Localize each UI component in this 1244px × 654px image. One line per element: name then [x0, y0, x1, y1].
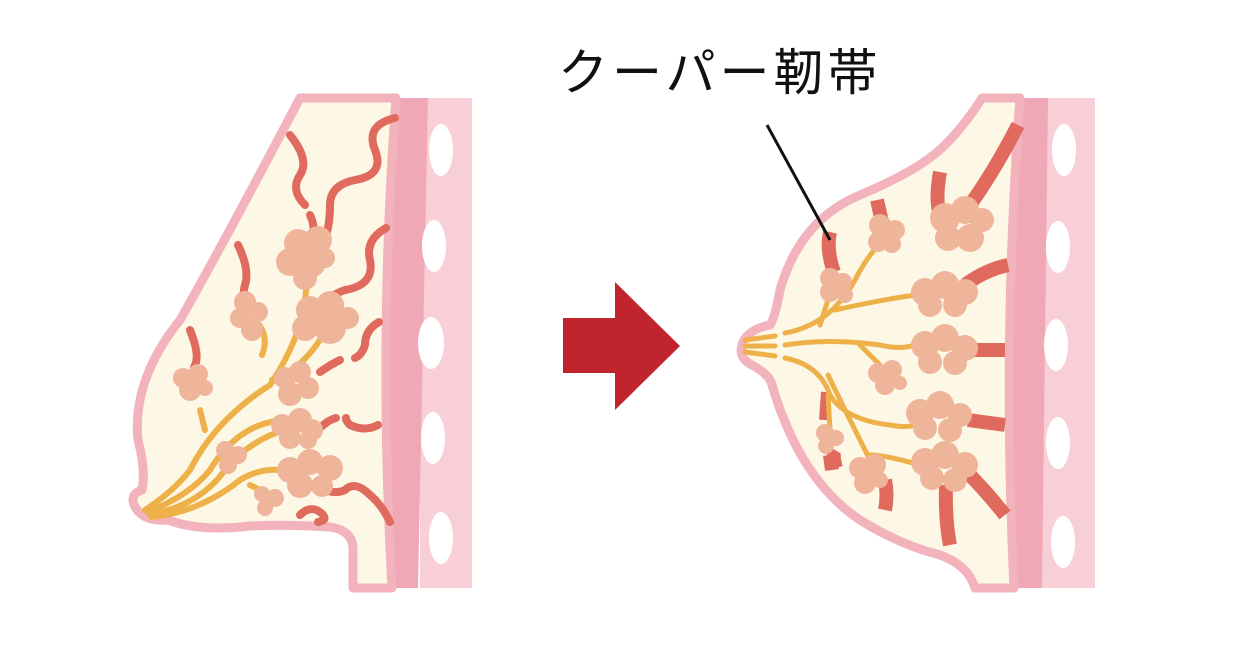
lobule: [868, 360, 907, 395]
lobule: [911, 441, 978, 492]
cooper-ligament-label: クーパー靭帯: [558, 44, 882, 102]
lobule: [254, 486, 284, 516]
left-lobules: [173, 226, 359, 516]
right-rib-holes: [1044, 124, 1076, 568]
lobule: [906, 391, 972, 442]
arrow-right-icon: [563, 282, 680, 410]
left-rib-holes: [418, 124, 453, 564]
left-chest-muscle: [384, 98, 428, 588]
lobule: [868, 214, 905, 253]
lobule: [930, 196, 994, 252]
right-chest-muscle: [1008, 98, 1048, 588]
right-breast-illustration: [736, 93, 1095, 593]
lobule: [230, 291, 268, 341]
lobule: [271, 408, 323, 449]
lobule: [277, 449, 343, 498]
lobule: [173, 364, 213, 401]
lobule: [292, 291, 359, 344]
right-lobules: [816, 196, 994, 494]
lobule: [816, 424, 844, 454]
lobule: [274, 361, 319, 406]
lobule: [911, 324, 978, 375]
left-breast-illustration: [128, 93, 472, 593]
label-leader-line: [765, 124, 832, 241]
lobule: [911, 271, 978, 317]
lobule: [820, 268, 853, 303]
lobule: [216, 441, 247, 474]
lobule: [849, 454, 888, 494]
lobule: [276, 226, 335, 290]
